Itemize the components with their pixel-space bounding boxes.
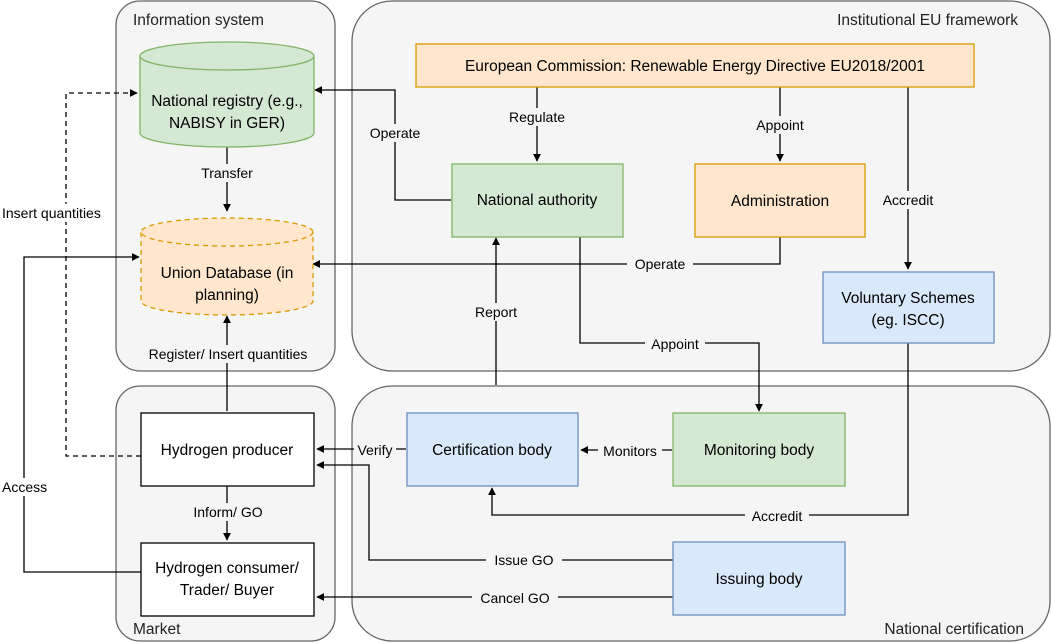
node-voluntary-schemes-line1: Voluntary Schemes bbox=[841, 290, 975, 307]
group-national-certification-label: National certification bbox=[884, 621, 1024, 638]
label-access: Access bbox=[2, 479, 47, 495]
label-regulate: Regulate bbox=[509, 109, 565, 125]
node-national-registry: National registry (e.g., NABISY in GER) bbox=[139, 41, 315, 148]
label-register-insert: Register/ Insert quantities bbox=[149, 346, 308, 362]
node-hydrogen-producer: Hydrogen producer bbox=[140, 412, 315, 487]
node-union-database-line2: planning) bbox=[195, 287, 259, 304]
node-administration-label: Administration bbox=[731, 193, 829, 210]
node-european-commission-label: European Commission: Renewable Energy Di… bbox=[465, 58, 925, 75]
label-appoint-admin: Appoint bbox=[756, 117, 804, 133]
edge-operate-union bbox=[312, 237, 781, 268]
label-verify: Verify bbox=[357, 442, 392, 458]
node-monitoring-body-label: Monitoring body bbox=[704, 442, 815, 459]
label-accredit-cert: Accredit bbox=[752, 508, 803, 524]
node-voluntary-schemes-line2: (eg. ISCC) bbox=[871, 312, 944, 329]
node-administration: Administration bbox=[694, 163, 866, 238]
edge-accredit-cert bbox=[488, 343, 909, 516]
label-inform-go: Inform/ GO bbox=[193, 504, 262, 520]
label-insert-quantities: Insert quantities bbox=[2, 205, 101, 221]
label-appoint-monitoring: Appoint bbox=[651, 336, 699, 352]
label-report: Report bbox=[475, 304, 517, 320]
node-issuing-body-label: Issuing body bbox=[715, 571, 802, 588]
node-national-registry-line2: NABISY in GER) bbox=[169, 115, 285, 132]
edge-access bbox=[23, 253, 141, 573]
label-cancel-go: Cancel GO bbox=[480, 590, 549, 606]
node-certification-body-label: Certification body bbox=[432, 442, 552, 459]
label-monitors: Monitors bbox=[603, 443, 657, 459]
label-operate-union: Operate bbox=[635, 256, 686, 272]
node-national-authority-label: National authority bbox=[477, 192, 598, 209]
node-hydrogen-consumer-line2: Trader/ Buyer bbox=[180, 582, 274, 599]
group-institutional-framework-label: Institutional EU framework bbox=[837, 12, 1018, 29]
node-national-authority: National authority bbox=[451, 163, 624, 238]
node-hydrogen-producer-label: Hydrogen producer bbox=[161, 442, 294, 459]
edge-labels: Regulate Appoint Accredit Operate Transf… bbox=[0, 108, 940, 607]
node-national-registry-line1: National registry (e.g., bbox=[151, 93, 303, 110]
node-union-database: Union Database (in planning) bbox=[140, 217, 314, 316]
node-certification-body: Certification body bbox=[406, 412, 579, 487]
label-operate-registry: Operate bbox=[370, 125, 421, 141]
node-issuing-body: Issuing body bbox=[672, 541, 846, 616]
group-information-system-label: Information system bbox=[133, 12, 264, 29]
edge-insert-quantities bbox=[65, 89, 141, 457]
group-market-label: Market bbox=[133, 621, 181, 638]
edge-operate-registry bbox=[314, 86, 451, 201]
label-transfer: Transfer bbox=[201, 165, 253, 181]
node-voluntary-schemes: Voluntary Schemes (eg. ISCC) bbox=[822, 271, 995, 344]
node-monitoring-body: Monitoring body bbox=[672, 412, 846, 487]
label-accredit-vs: Accredit bbox=[883, 192, 934, 208]
node-hydrogen-consumer: Hydrogen consumer/ Trader/ Buyer bbox=[140, 542, 315, 617]
node-european-commission: European Commission: Renewable Energy Di… bbox=[415, 43, 975, 88]
node-hydrogen-consumer-line1: Hydrogen consumer/ bbox=[155, 560, 300, 577]
node-union-database-line1: Union Database (in bbox=[161, 265, 294, 282]
label-issue-go: Issue GO bbox=[494, 552, 553, 568]
